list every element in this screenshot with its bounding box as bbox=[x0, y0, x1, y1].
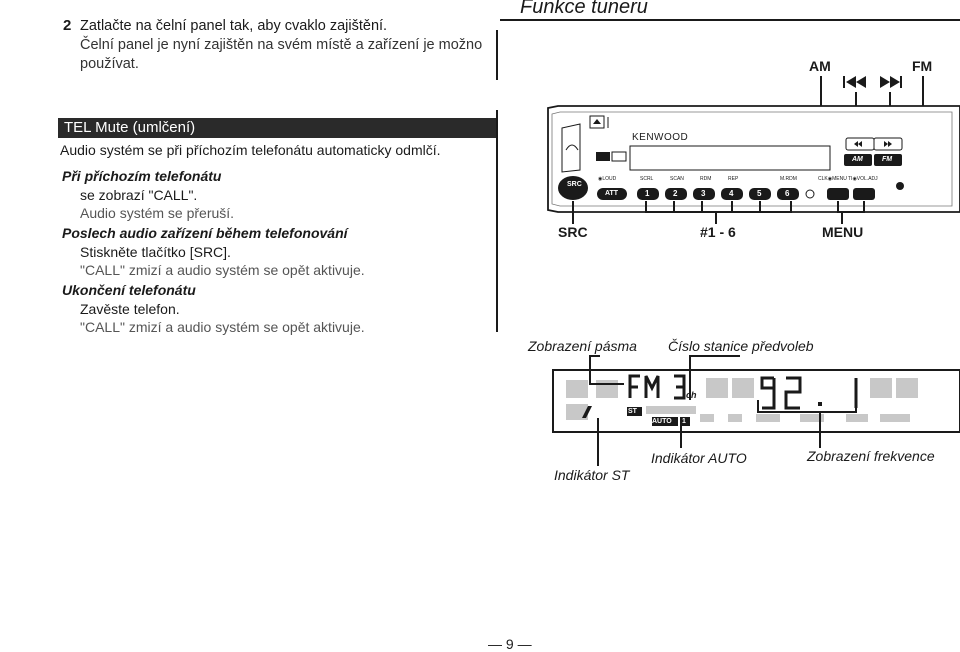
preset-3-label: 3 bbox=[701, 189, 706, 198]
column-divider-top bbox=[496, 30, 498, 80]
section-title: Funkce tuneru bbox=[520, 0, 648, 18]
body-line: Zavěste telefon. bbox=[80, 301, 180, 317]
auto-indicator: AUTO bbox=[652, 418, 672, 425]
svg-text:◉LOUD: ◉LOUD bbox=[598, 176, 617, 182]
ch-indicator: ch bbox=[686, 390, 697, 400]
band-segments bbox=[628, 374, 858, 410]
tel-intro: Audio systém se při příchozím telefonátu… bbox=[60, 142, 441, 158]
header-rule bbox=[500, 19, 960, 21]
auto-number: 1 bbox=[682, 418, 686, 425]
body-line: Stiskněte tlačítko [SRC]. bbox=[80, 244, 231, 260]
step-number: 2 bbox=[63, 17, 72, 34]
leader-lines-bottom bbox=[572, 201, 865, 224]
preset-1-label: 1 bbox=[645, 189, 650, 198]
display-leader-lines bbox=[589, 355, 857, 466]
tel-mute-heading: TEL Mute (umlčení) bbox=[58, 118, 496, 138]
src-label: SRC bbox=[558, 224, 588, 240]
panel-am-button: AM bbox=[852, 156, 863, 163]
frequency-display-label: Zobrazení frekvence bbox=[807, 448, 935, 464]
brand-logo: KENWOOD bbox=[632, 132, 689, 143]
preset-6-label: 6 bbox=[785, 189, 790, 198]
preset-4-label: 4 bbox=[729, 189, 734, 198]
svg-text:SCRL: SCRL bbox=[640, 176, 654, 182]
lcd-display: ch bbox=[552, 369, 960, 433]
presets-label: #1 - 6 bbox=[700, 224, 736, 240]
page-number: — 9 — bbox=[488, 636, 532, 652]
src-button: SRC bbox=[567, 181, 582, 188]
faceplate: ◉LOUD SCRL SCAN RDM REP M.RDM CLK◉MENU T… bbox=[547, 105, 960, 213]
seek-back-icon bbox=[843, 76, 866, 88]
st-indicator-label: Indikátor ST bbox=[554, 467, 630, 483]
panel-fm-button: FM bbox=[882, 156, 893, 163]
preset-5-label: 5 bbox=[757, 189, 762, 198]
preset-number-label: Číslo stanice předvoleb bbox=[668, 338, 814, 354]
svg-text:RDM: RDM bbox=[700, 176, 711, 182]
svg-text:REP: REP bbox=[728, 176, 739, 182]
svg-text:SCAN: SCAN bbox=[670, 176, 684, 182]
att-button: ATT bbox=[605, 190, 619, 197]
am-label: AM bbox=[809, 58, 831, 74]
body-line: "CALL" zmizí a audio systém se opět akti… bbox=[80, 319, 365, 335]
fm-label: FM bbox=[912, 58, 933, 74]
st-indicator: ST bbox=[628, 408, 637, 415]
subheading-incoming-call: Při příchozím telefonátu bbox=[62, 168, 222, 184]
svg-text:CLK◉MENU: CLK◉MENU bbox=[818, 176, 847, 182]
body-line: se zobrazí "CALL". bbox=[80, 187, 198, 203]
seek-forward-icon bbox=[880, 76, 902, 88]
step-text: Zatlačte na čelní panel tak, aby cvaklo … bbox=[80, 17, 490, 74]
column-divider bbox=[496, 110, 498, 332]
svg-text:M.RDM: M.RDM bbox=[780, 176, 797, 182]
auto-indicator-label: Indikátor AUTO bbox=[651, 450, 747, 466]
body-line: "CALL" zmizí a audio systém se opět akti… bbox=[80, 262, 365, 278]
step-line: používat. bbox=[80, 56, 139, 72]
subheading-listen-during-call: Poslech audio zařízení během telefonován… bbox=[62, 225, 348, 241]
preset-2-label: 2 bbox=[673, 189, 678, 198]
menu-label: MENU bbox=[822, 224, 864, 240]
subheading-end-call: Ukončení telefonátu bbox=[62, 282, 196, 298]
body-line: Audio systém se přeruší. bbox=[80, 205, 235, 221]
step-line: Čelní panel je nyní zajištěn na svém mís… bbox=[80, 37, 483, 53]
svg-text:TI◉VOL.ADJ: TI◉VOL.ADJ bbox=[848, 176, 878, 182]
band-display-label: Zobrazení pásma bbox=[528, 338, 637, 354]
preset-buttons bbox=[637, 188, 799, 200]
step-line: Zatlačte na čelní panel tak, aby cvaklo … bbox=[80, 18, 388, 34]
